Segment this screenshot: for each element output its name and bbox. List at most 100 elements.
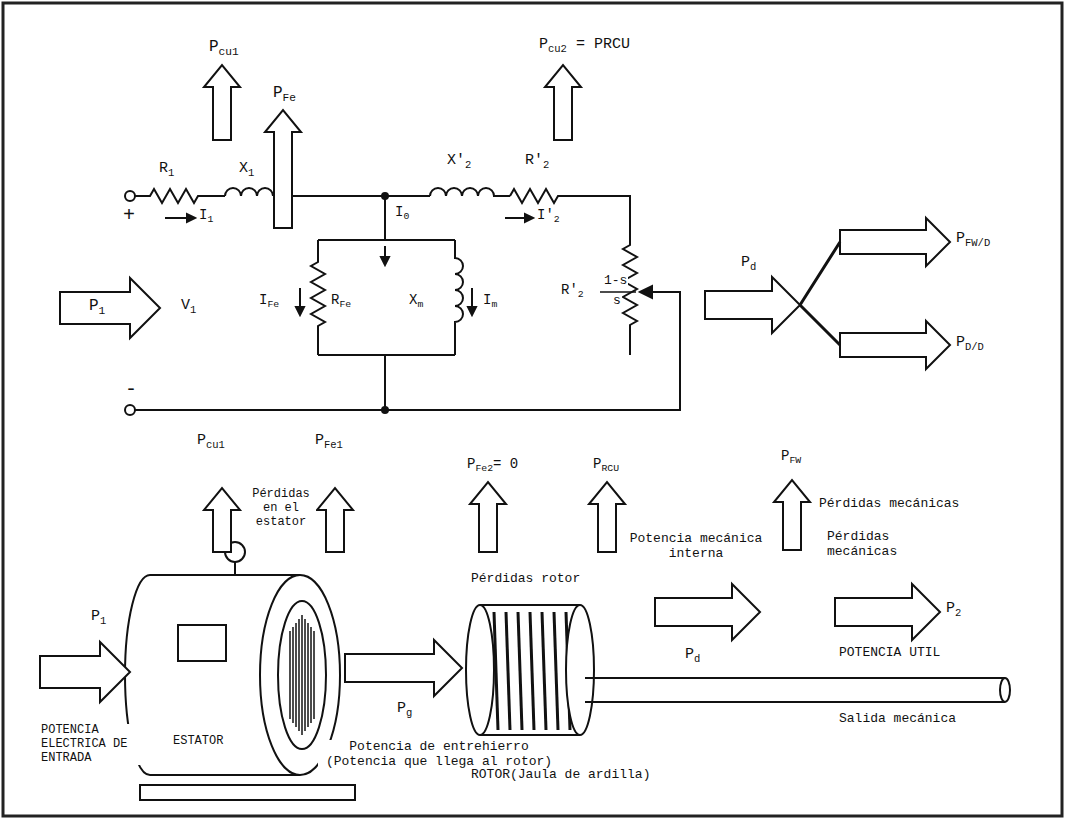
slot-line [310,627,312,723]
rotor-bar [542,612,546,730]
label: R1 [158,160,175,179]
fraction-bar [600,291,636,293]
split-line [800,242,840,345]
inductor-symbol [430,188,510,196]
label: + [122,204,136,227]
slot-line [313,631,315,719]
label: X1 [238,160,255,179]
power-arrow [840,321,950,369]
inductor-symbol [225,188,430,196]
motor-drawing [125,542,1010,800]
label: 1-s [603,274,628,289]
rotor-bar [494,612,498,730]
label: Pcu2 = PRCU [538,36,631,55]
current-arrow [165,218,530,312]
resistor-symbol [510,189,637,355]
label: ROTOR(Jaula de ardilla) [470,768,651,783]
label: POTENCIA UTIL [838,646,941,661]
wire [318,196,455,240]
label: Pérdidas en el estator [246,488,316,529]
label: R'2 [524,152,550,171]
label: PRCU [592,456,620,475]
power-arrow [705,277,800,333]
terminal-box [178,625,226,661]
label: POTENCIA ELECTRICA DE ENTRADA [40,724,152,765]
stator-slots [290,615,314,735]
label: I1 [198,207,214,226]
label: RFe [330,292,352,311]
label: P2 [945,600,962,619]
label: s [612,294,622,309]
label: Potencia mecánica interna [620,532,772,562]
label: V1 [180,297,197,316]
eyebolt [234,562,236,575]
power-arrow [345,640,462,696]
rotor-end-ring [566,605,594,735]
motor-feet [140,785,355,800]
label: Pd [740,254,757,273]
slot-line [307,623,309,727]
label: Xm [408,292,424,311]
label: Pérdidas mecánicas [826,530,928,560]
wiper-arrow [640,286,652,298]
label: Im [482,292,498,311]
rotor-bar [506,612,510,730]
label: PD/D [955,334,985,353]
slot-line [295,623,297,727]
label: PFe [272,84,297,105]
label: IFe [258,292,280,311]
resistor-symbol [135,189,225,203]
junction-dot [382,193,388,199]
label: - [124,378,138,401]
loss-arrow [317,488,353,552]
rotor-bar [554,612,558,730]
label: Pérdidas rotor [470,572,581,587]
label: Salida mecánica [838,712,957,727]
junction-dot [382,407,388,413]
power-arrows [40,65,950,702]
label: PFW/D [955,230,991,249]
label: Pcu1 [196,432,226,451]
rotor-bar [518,612,522,730]
loss-arrow [470,482,506,552]
resistor-symbol [311,240,325,355]
label: X'2 [446,152,472,171]
label: PFe2= 0 [466,456,519,475]
label: PFe1 [314,432,344,451]
loss-arrow [774,480,810,550]
stator-bore [278,601,326,749]
loss-arrow [204,488,240,552]
slot-line [289,631,291,719]
label: Pérdidas mecánicas [818,497,960,512]
wire [135,292,680,410]
power-arrow [655,584,760,640]
inductor-symbol [455,240,463,355]
loss-arrow [204,65,240,140]
label: Pcu1 [208,38,240,59]
label: R'2 [560,282,585,301]
label: PFW [780,448,802,467]
slot-line [298,619,300,731]
shaft-end [1000,678,1010,702]
power-arrow [60,278,160,338]
slot-line [304,619,306,731]
slot-line [301,615,303,735]
slot-line [292,627,294,723]
loss-arrow [265,110,301,228]
power-arrow [840,218,950,266]
label: Pd [684,646,701,665]
label: ESTATOR [172,735,224,749]
label: P1 [88,297,106,318]
label: P1 [90,608,107,627]
label: I'2 [536,207,561,226]
terminal [125,191,135,201]
power-arrow [835,584,940,640]
equivalent-circuit [125,188,680,415]
current-arrowhead [187,214,533,315]
label: Potencia de entrehierro (Potencia que ll… [318,740,560,770]
loss-arrow [545,65,581,140]
label: Pg [396,700,413,719]
terminal [125,405,135,415]
